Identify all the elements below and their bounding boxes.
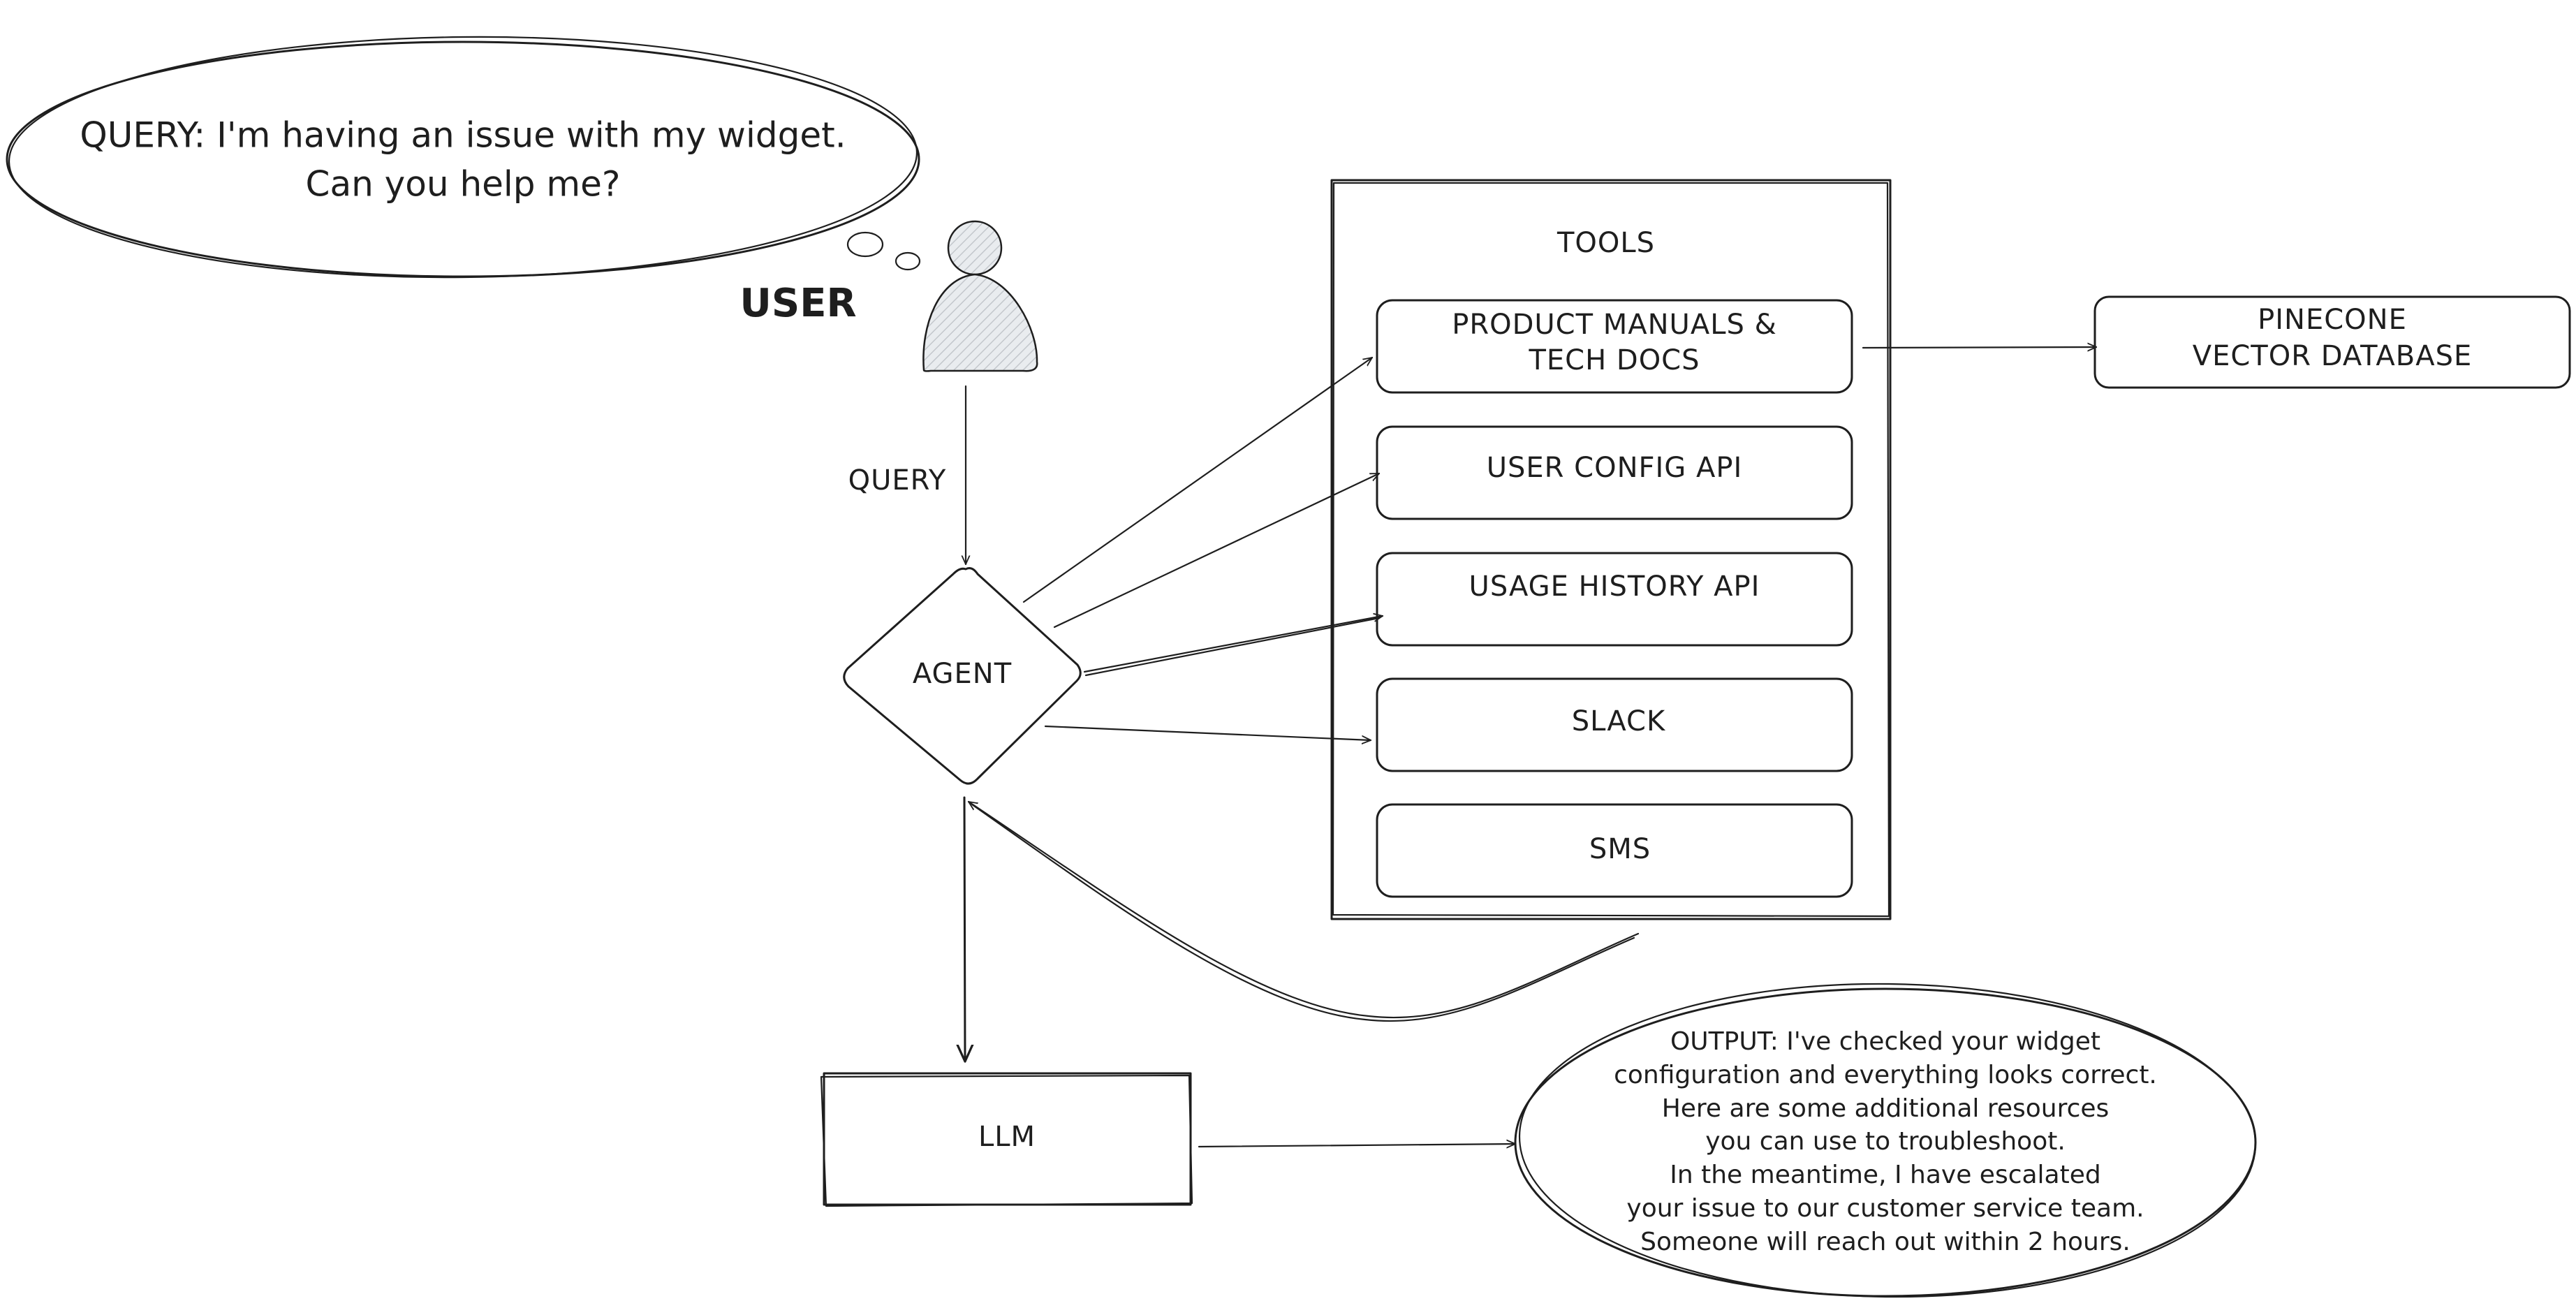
tools-title: TOOLS <box>1556 227 1655 259</box>
tool-sms: SMS <box>1376 803 1853 898</box>
thought-ellipse <box>6 41 920 278</box>
tool-slack: SLACK <box>1376 677 1853 772</box>
llm-node: LLM <box>820 1072 1193 1207</box>
arrow-agent-to-usage-sketch <box>1084 617 1381 677</box>
tool-label-line-1: PRODUCT MANUALS & <box>1452 309 1777 341</box>
tools-frame-sketch <box>1332 182 1890 918</box>
arrow-agent-to-config <box>1053 472 1381 629</box>
arrow-tools-return-sketch <box>971 803 1635 1022</box>
arrow-agent-to-usage <box>1083 616 1384 673</box>
tool-box <box>1376 803 1853 898</box>
tool-label: SLACK <box>1572 705 1666 737</box>
user-icon <box>922 220 1038 372</box>
llm-box-sketch <box>820 1074 1193 1207</box>
thought-dot-small <box>895 251 921 271</box>
output-line-6: your issue to our customer service team. <box>1626 1194 2144 1223</box>
agent-label: AGENT <box>913 658 1012 690</box>
tool-product-manuals: PRODUCT MANUALS & TECH DOCS <box>1376 299 1853 394</box>
output-line-3: Here are some additional resources <box>1662 1094 2110 1123</box>
tool-label: SMS <box>1589 833 1651 865</box>
arrow-agent-to-llm <box>964 796 965 1061</box>
arrow-agent-to-slack <box>1044 725 1372 740</box>
output-line-4: you can use to troubleshoot. <box>1705 1127 2066 1156</box>
arrow-docs-to-database <box>1862 347 2098 348</box>
agent-node: AGENT <box>843 567 1082 785</box>
tools-panel: TOOLS PRODUCT MANUALS & TECH DOCS USER C… <box>1330 179 1892 920</box>
tools-frame <box>1330 179 1892 920</box>
arrow-tools-return <box>967 800 1640 1019</box>
tool-box <box>1376 299 1853 394</box>
tool-usage-history-api: USAGE HISTORY API <box>1376 552 1853 647</box>
output-line-5: In the meantime, I have escalated <box>1670 1161 2100 1189</box>
tool-label-line-2: TECH DOCS <box>1528 344 1700 376</box>
user-label: USER <box>739 281 856 326</box>
tool-box <box>1376 552 1853 647</box>
output-line-2: configuration and everything looks corre… <box>1614 1061 2157 1089</box>
arrow-llm-to-output <box>1198 1144 1517 1147</box>
agent-diamond <box>843 567 1082 785</box>
llm-label: LLM <box>978 1121 1036 1153</box>
thought-line-2: Can you help me? <box>306 164 621 205</box>
database-label-line-1: PINECONE <box>2258 304 2407 336</box>
tool-box <box>1376 677 1853 772</box>
tool-label: USER CONFIG API <box>1487 452 1743 484</box>
arrow-agent-to-docs <box>1022 356 1374 603</box>
user-thought-bubble: QUERY: I'm having an issue with my widge… <box>6 36 920 279</box>
user-head <box>947 220 1003 276</box>
output-line-1: OUTPUT: I've checked your widget <box>1670 1027 2100 1056</box>
output-line-7: Someone will reach out within 2 hours. <box>1640 1228 2130 1256</box>
database-box <box>2093 295 2571 389</box>
database-label-line-2: VECTOR DATABASE <box>2193 340 2473 372</box>
thought-line-1: QUERY: I'm having an issue with my widge… <box>80 115 846 156</box>
tool-label: USAGE HISTORY API <box>1469 571 1760 603</box>
output-bubble: OUTPUT: I've checked your widget configu… <box>1514 983 2257 1298</box>
thought-ellipse-sketch <box>8 36 918 279</box>
tool-box <box>1376 425 1853 520</box>
vector-database-node: PINECONE VECTOR DATABASE <box>2093 295 2571 389</box>
query-edge-label: QUERY <box>848 464 947 497</box>
user-body <box>922 273 1038 372</box>
tool-user-config-api: USER CONFIG API <box>1376 425 1853 520</box>
thought-dot-large <box>846 231 884 258</box>
output-ellipse-sketch <box>1518 983 2257 1298</box>
